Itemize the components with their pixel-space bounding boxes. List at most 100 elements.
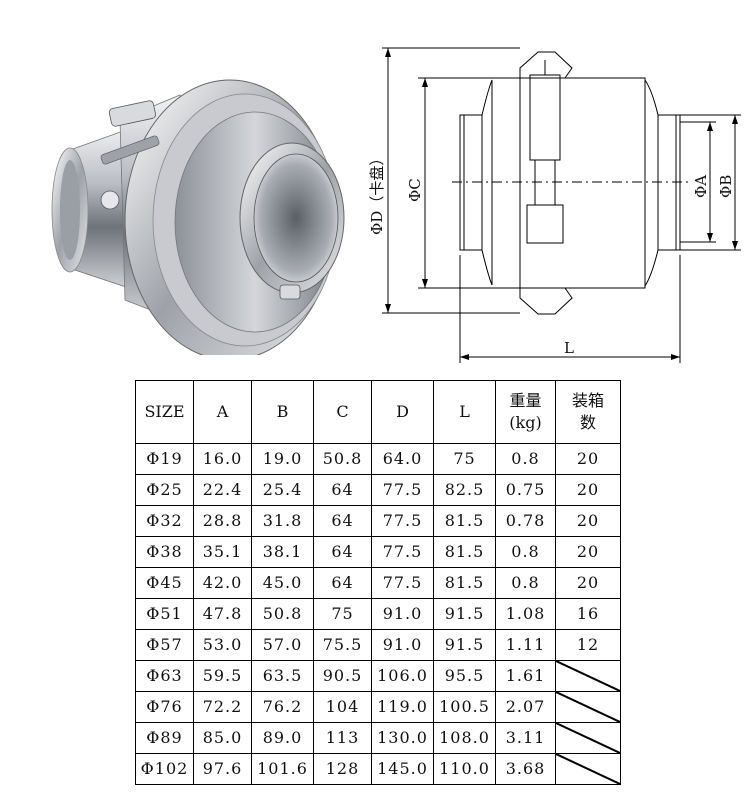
cell-size: Φ63 <box>135 660 194 692</box>
cell-weight: 0.8 <box>495 443 556 475</box>
valve-photo <box>51 79 345 355</box>
cell-b: 19.0 <box>251 443 314 475</box>
cell-l: 110.0 <box>433 753 496 785</box>
cell-size: Φ89 <box>135 722 194 754</box>
cell-size: Φ76 <box>135 691 194 723</box>
cell-l: 95.5 <box>433 660 496 692</box>
cell-box: 20 <box>555 474 621 506</box>
cell-size: Φ38 <box>135 536 194 568</box>
cell-d: 119.0 <box>371 691 434 723</box>
cell-size: Φ19 <box>135 443 194 475</box>
cell-l: 81.5 <box>433 536 496 568</box>
cell-weight: 2.07 <box>495 691 556 723</box>
cell-weight: 0.8 <box>495 567 556 599</box>
cell-a: 72.2 <box>193 691 252 723</box>
cell-size: Φ57 <box>135 629 194 661</box>
cell-l: 91.5 <box>433 629 496 661</box>
cell-size: Φ45 <box>135 567 194 599</box>
cell-box-empty <box>555 722 621 754</box>
cell-l: 75 <box>433 443 496 475</box>
cell-c: 64 <box>313 505 372 537</box>
cell-box-empty <box>555 691 621 723</box>
cell-b: 38.1 <box>251 536 314 568</box>
cell-l: 91.5 <box>433 598 496 630</box>
label-a: ΦA <box>692 175 710 198</box>
header-a: A <box>193 380 252 444</box>
cell-b: 57.0 <box>251 629 314 661</box>
cell-a: 85.0 <box>193 722 252 754</box>
cell-b: 50.8 <box>251 598 314 630</box>
cell-b: 25.4 <box>251 474 314 506</box>
cell-d: 77.5 <box>371 567 434 599</box>
cell-l: 81.5 <box>433 505 496 537</box>
cell-weight: 3.68 <box>495 753 556 785</box>
header-b: B <box>251 380 314 444</box>
cell-c: 64 <box>313 567 372 599</box>
header-box-line2: 数 <box>579 413 596 432</box>
cell-box: 20 <box>555 536 621 568</box>
cell-size: Φ32 <box>135 505 194 537</box>
cell-l: 100.5 <box>433 691 496 723</box>
header-d: D <box>371 380 434 444</box>
cell-b: 76.2 <box>251 691 314 723</box>
cell-box-empty <box>555 660 621 692</box>
cell-box: 20 <box>555 505 621 537</box>
technical-drawing: ΦD（卡盘） ΦC ΦA ΦB L <box>368 47 741 363</box>
cell-c: 128 <box>313 753 372 785</box>
cell-c: 90.5 <box>313 660 372 692</box>
cell-weight: 3.11 <box>495 722 556 754</box>
cell-a: 28.8 <box>193 505 252 537</box>
cell-weight: 1.11 <box>495 629 556 661</box>
header-box-line1: 装箱 <box>571 391 604 410</box>
cell-c: 104 <box>313 691 372 723</box>
cell-b: 89.0 <box>251 722 314 754</box>
cell-box-empty <box>555 753 621 785</box>
header-weight: 重量 (kg) <box>495 380 556 444</box>
cell-d: 77.5 <box>371 536 434 568</box>
label-b: ΦB <box>717 175 735 198</box>
cell-d: 130.0 <box>371 722 434 754</box>
cell-b: 101.6 <box>251 753 314 785</box>
cell-d: 91.0 <box>371 629 434 661</box>
cell-d: 91.0 <box>371 598 434 630</box>
cell-l: 81.5 <box>433 567 496 599</box>
cell-d: 64.0 <box>371 443 434 475</box>
cell-weight: 0.78 <box>495 505 556 537</box>
cell-box: 20 <box>555 567 621 599</box>
label-d: ΦD（卡盘） <box>368 151 386 235</box>
cell-a: 97.6 <box>193 753 252 785</box>
cell-l: 108.0 <box>433 722 496 754</box>
cell-d: 77.5 <box>371 474 434 506</box>
cell-a: 53.0 <box>193 629 252 661</box>
table-header-row: SIZE A B C D L 重量 (kg) 装箱 数 <box>135 380 621 444</box>
cell-weight: 1.61 <box>495 660 556 692</box>
cell-a: 47.8 <box>193 598 252 630</box>
cell-weight: 0.75 <box>495 474 556 506</box>
header-weight-line2: (kg) <box>509 413 542 432</box>
cell-box: 20 <box>555 443 621 475</box>
cell-b: 45.0 <box>251 567 314 599</box>
cell-a: 59.5 <box>193 660 252 692</box>
cell-c: 113 <box>313 722 372 754</box>
cell-a: 22.4 <box>193 474 252 506</box>
header-size: SIZE <box>135 380 194 444</box>
cell-box: 12 <box>555 629 621 661</box>
cell-l: 82.5 <box>433 474 496 506</box>
label-l: L <box>564 339 574 357</box>
cell-b: 63.5 <box>251 660 314 692</box>
cell-c: 75.5 <box>313 629 372 661</box>
cell-b: 31.8 <box>251 505 314 537</box>
header-weight-line1: 重量 <box>509 391 542 410</box>
